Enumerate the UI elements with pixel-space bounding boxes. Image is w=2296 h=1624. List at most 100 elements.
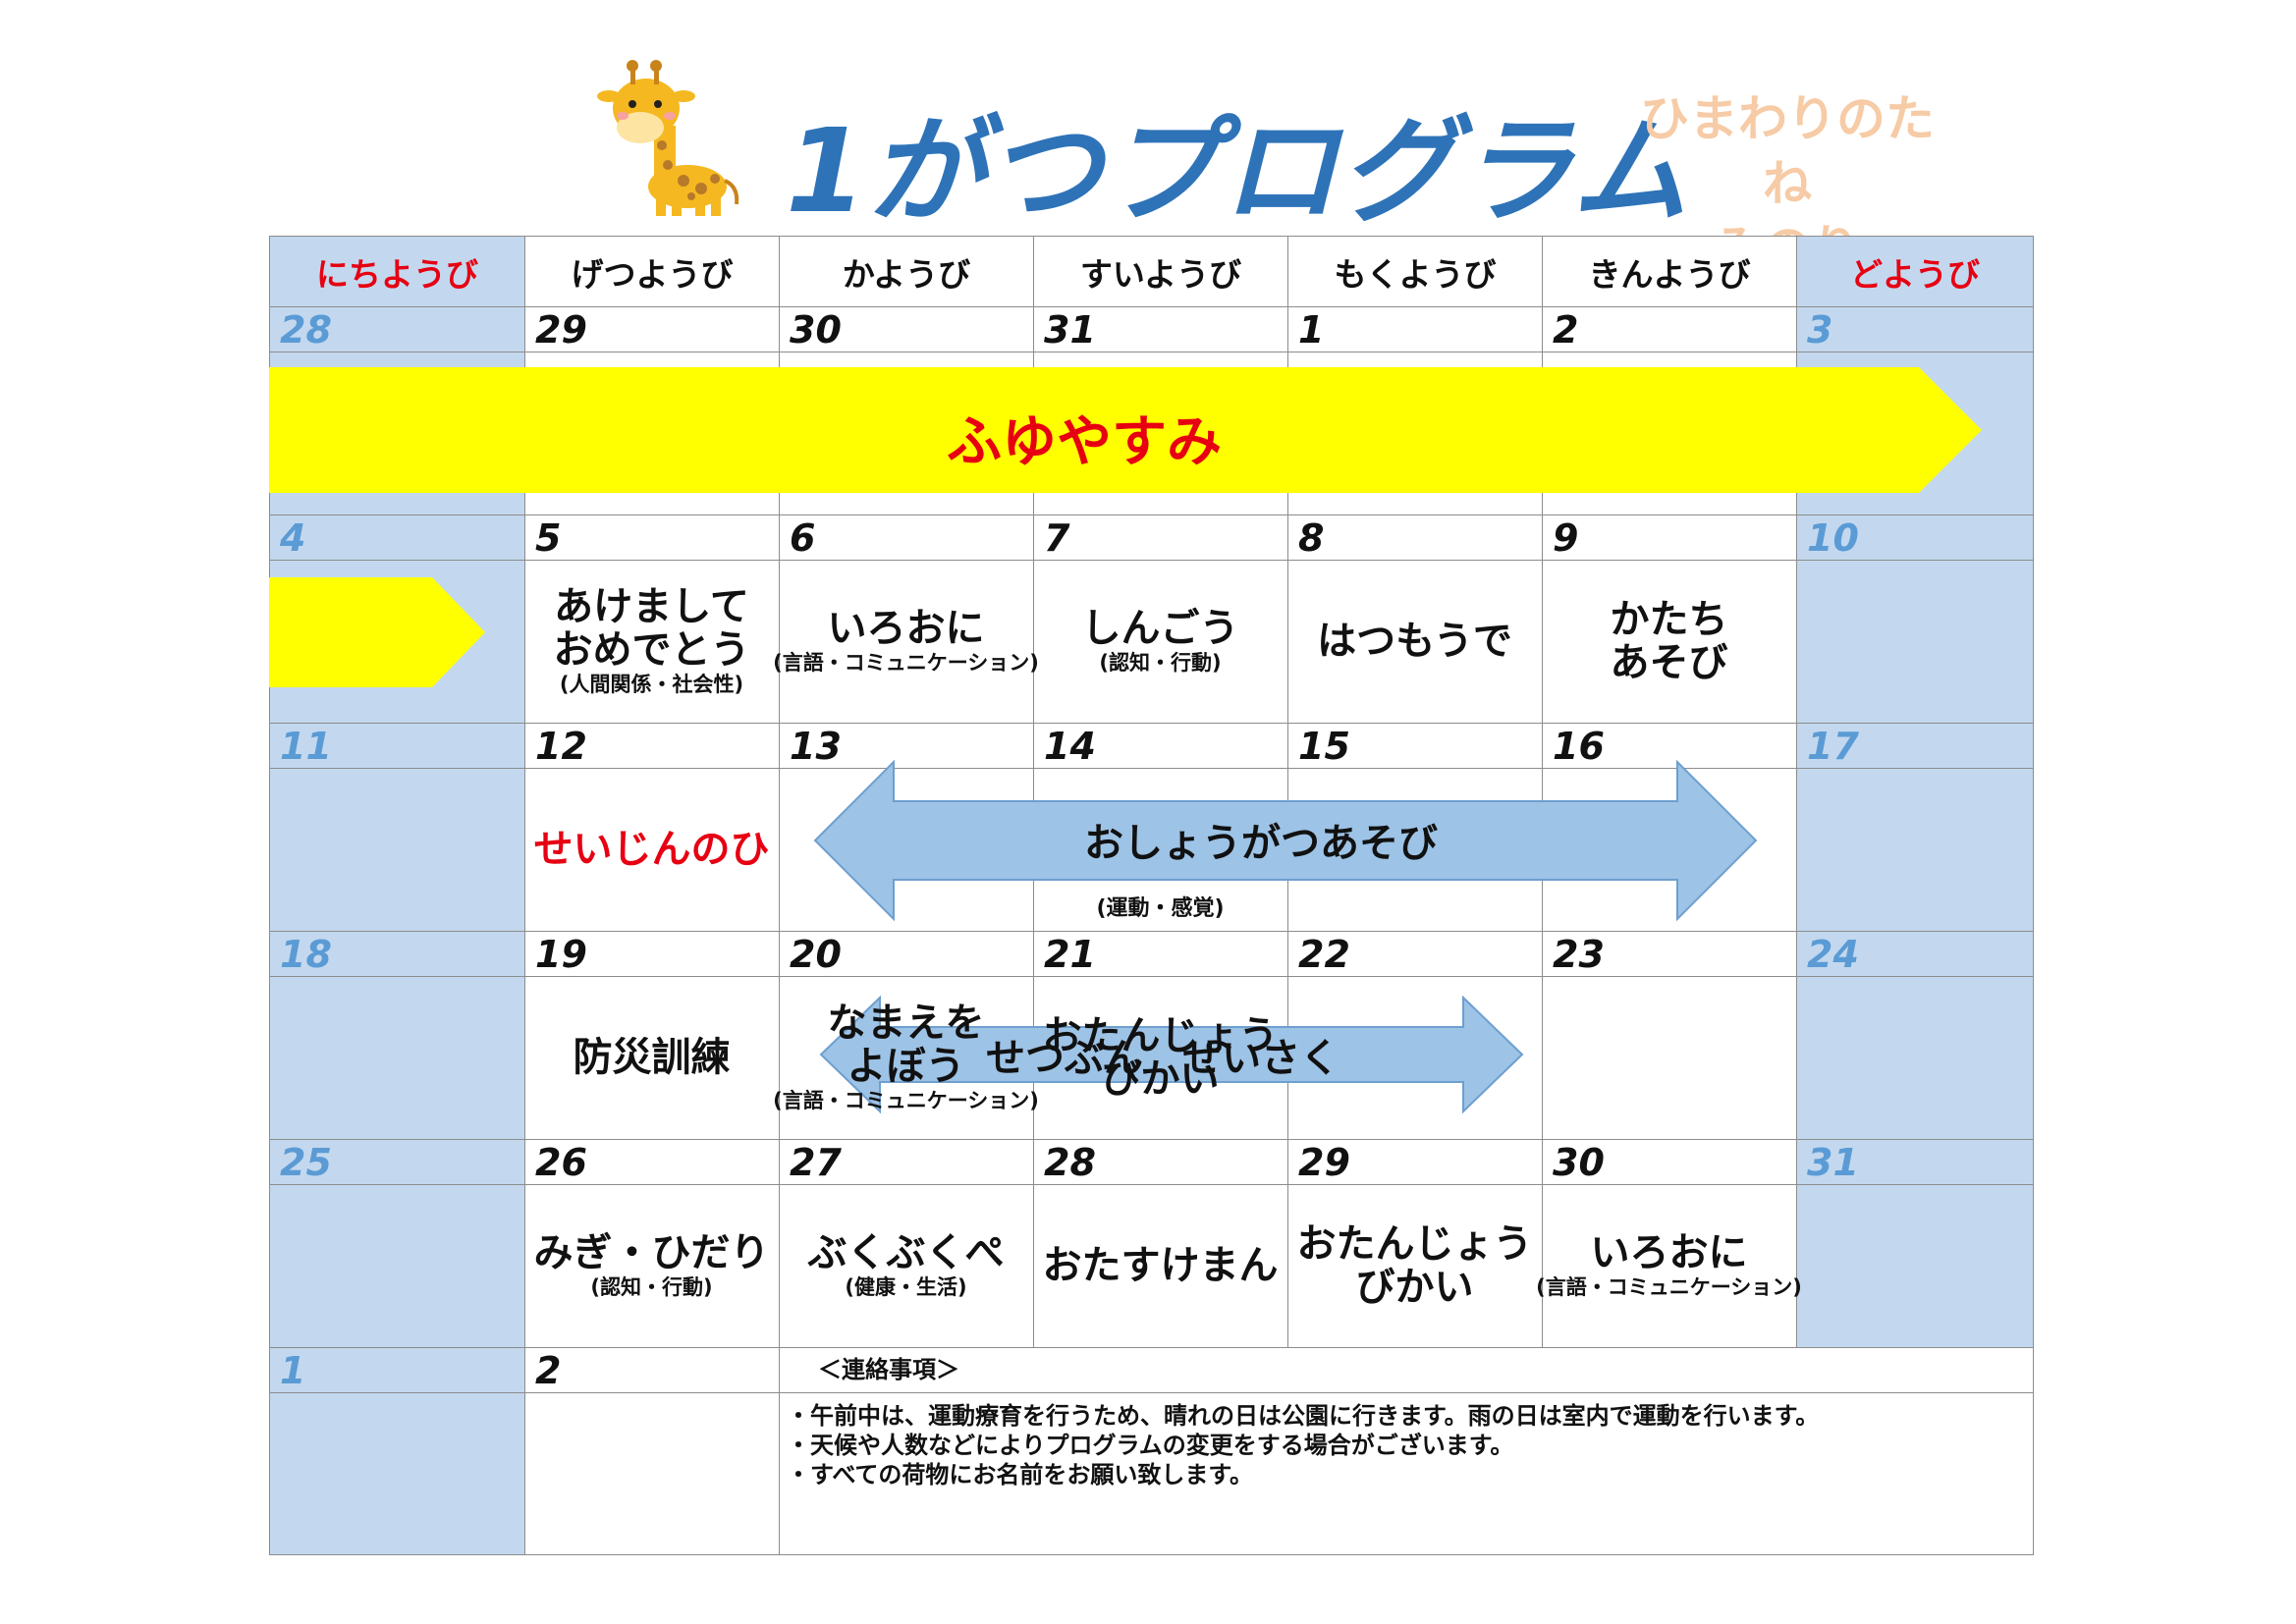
notes-line: ・午前中は、運動療育を行うため、晴れの日は公園に行きます。雨の日は室内で運動を行… (787, 1402, 1820, 1430)
day-number: 18 (269, 931, 525, 977)
event-w2_mon: あけましておめでとう(人間関係・社会性) (524, 560, 779, 723)
day-number: 5 (524, 514, 780, 561)
event-category: (言語・コミュニケーション) (773, 1089, 1039, 1112)
event-title-line: はつもうで (1317, 619, 1512, 664)
day-number: 3 (1796, 306, 2034, 352)
event-w2_thu: はつもうで (1287, 560, 1542, 723)
day-cell (1033, 1184, 1288, 1348)
day-number: 27 (779, 1139, 1034, 1185)
day-number: 13 (779, 723, 1034, 769)
event-w2_wed: しんごう(認知・行動) (1033, 560, 1287, 723)
day-number: 25 (269, 1139, 525, 1185)
event-title-line: いろおに (827, 606, 985, 651)
event-title-line: せいじんのひ (533, 827, 770, 872)
day-cell (779, 1184, 1034, 1348)
notes-line: ・すべての荷物にお名前をお願い致します。 (787, 1461, 1253, 1489)
event-title-line: みぎ・ひだり (533, 1230, 770, 1275)
weekday-header: げつようび (524, 236, 780, 307)
event-title-line: なまえを (827, 1001, 985, 1046)
event-category: (言語・コミュニケーション) (1536, 1275, 1802, 1299)
event-title-line: あけまして (554, 584, 749, 629)
day-number: 19 (524, 931, 780, 977)
giraffe-illustration (597, 60, 739, 216)
event-w4_tue: なまえをよぼう(言語・コミュニケーション) (773, 976, 1039, 1139)
event-w2_tue: いろおに(言語・コミュニケーション) (773, 560, 1039, 723)
day-cell (524, 560, 780, 724)
day-number: 29 (524, 306, 780, 352)
winter-break-arrow (269, 367, 1982, 493)
event-title-line: びかい (1355, 1265, 1474, 1310)
day-number: 12 (524, 723, 780, 769)
day-cell (1287, 560, 1543, 724)
event-category: (人間関係・社会性) (559, 673, 744, 696)
day-number: 31 (1033, 306, 1288, 352)
event-title-line: 防災訓練 (573, 1035, 731, 1080)
day-cell (1033, 560, 1288, 724)
setsubun-arrow (819, 995, 1524, 1114)
day-number: 30 (1542, 1139, 1797, 1185)
day-number: 1 (1287, 306, 1543, 352)
new-year-play-arrow (813, 759, 1758, 922)
day-number: 28 (1033, 1139, 1288, 1185)
day-number: 2 (524, 1347, 780, 1393)
winter-break-continue-arrow (269, 577, 485, 687)
notes-heading: ＜連絡事項＞ (818, 1356, 959, 1383)
event-title-line: びかい (1101, 1056, 1220, 1102)
event-w3_mon: せいじんのひ (524, 768, 779, 931)
event-w4_wed: おたんじょうびかい (1033, 976, 1287, 1139)
event-title-line: ぶくぶくぺ (807, 1230, 1005, 1275)
day-number: 2 (1542, 306, 1797, 352)
event-title-line: おめでとう (553, 627, 750, 673)
event-title-line: あそび (1610, 640, 1728, 685)
day-cell (779, 560, 1034, 724)
day-number: 24 (1796, 931, 2034, 977)
day-number: 11 (269, 723, 525, 769)
day-number: 10 (1796, 514, 2034, 561)
day-cell (1796, 560, 2034, 724)
day-cell (1542, 560, 1797, 724)
school-name-line1: ひまわりのたね (1640, 90, 1935, 212)
event-w5_wed: おたすけまん (1033, 1184, 1287, 1347)
event-w5_mon: みぎ・ひだり(認知・行動) (524, 1184, 779, 1347)
event-title-line: かたち (1610, 597, 1728, 642)
day-cell (269, 976, 525, 1140)
event-w5_thu: おたんじょうびかい (1287, 1184, 1542, 1347)
weekday-header: きんようび (1542, 236, 1797, 307)
day-cell (1542, 1184, 1797, 1348)
day-number: 21 (1033, 931, 1288, 977)
event-title-line: しんごう (1081, 606, 1239, 651)
event-category: (健康・生活) (845, 1275, 967, 1299)
event-title-line: よぼう (847, 1044, 965, 1089)
event-w2_fri: かたちあそび (1542, 560, 1796, 723)
day-number: 16 (1542, 723, 1797, 769)
page-title: 1がつプログラム (786, 103, 1690, 239)
setsubun-label: せつぶん せいさく (986, 1036, 1339, 1081)
day-cell (269, 1392, 525, 1555)
day-cell (524, 1392, 780, 1555)
day-number: 1 (269, 1347, 525, 1393)
event-category: (言語・コミュニケーション) (773, 651, 1039, 675)
day-cell (1796, 976, 2034, 1140)
event-w5_tue: ぶくぶくぺ(健康・生活) (779, 1184, 1033, 1347)
event-w4_mon: 防災訓練 (524, 976, 779, 1139)
day-number: 7 (1033, 514, 1288, 561)
day-number: 8 (1287, 514, 1543, 561)
day-number: 31 (1796, 1139, 2034, 1185)
day-number: 9 (1542, 514, 1797, 561)
event-title-line: おたんじょう (1042, 1013, 1279, 1058)
weekday-header: にちようび (269, 236, 525, 307)
new-year-play-label: おしょうがつあそび (1084, 821, 1438, 866)
winter-break-label: ふゆやすみ (947, 409, 1222, 474)
day-number: 22 (1287, 931, 1543, 977)
new-year-play-sub-label: (運動・感覚) (1096, 896, 1225, 921)
notes-line: ・天候や人数などによりプログラムの変更をする場合がございます。 (787, 1432, 1514, 1459)
event-title-line: おたんじょう (1296, 1221, 1533, 1267)
event-category: (認知・行動) (590, 1275, 713, 1299)
event-title-line: いろおに (1590, 1230, 1748, 1275)
weekday-header: かようび (779, 236, 1034, 307)
day-number: 26 (524, 1139, 780, 1185)
day-cell (269, 1184, 525, 1348)
notes-heading-cell (779, 1347, 2034, 1393)
arrow-overlay (269, 367, 1982, 1114)
